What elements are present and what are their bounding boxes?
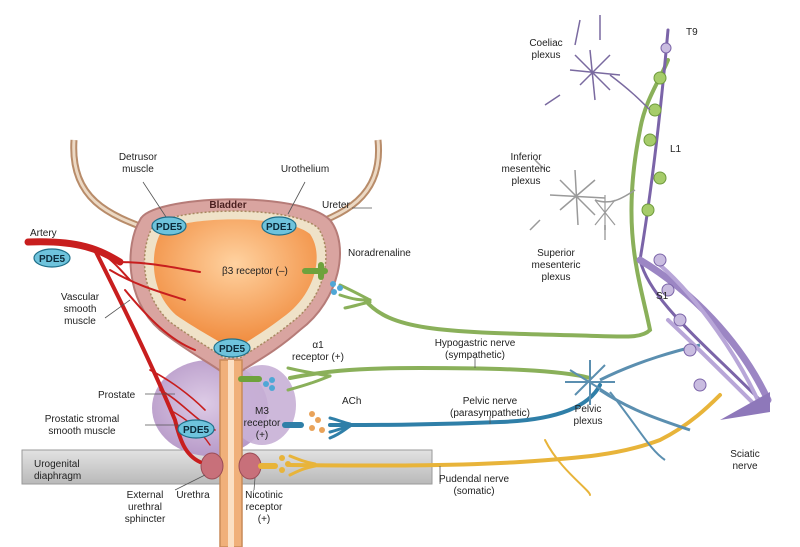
t9-label: T9: [686, 27, 698, 38]
inferior-mesenteric-label-2: mesenteric: [502, 164, 551, 175]
detrusor-label-2: muscle: [122, 164, 154, 175]
m3-label-1: M3: [255, 406, 269, 417]
alpha1-label-2: receptor (+): [292, 352, 344, 363]
m3-label-2: receptor: [244, 418, 281, 429]
pudendal-nerve: [288, 393, 722, 496]
stromal-label-2: smooth muscle: [48, 426, 116, 437]
pde-badge-label: PDE5: [156, 222, 183, 233]
beta3-receptor: [302, 268, 328, 274]
pde-badge-bladder-neck: PDE5: [213, 338, 251, 358]
pde-badge-label: PDE5: [219, 344, 246, 355]
m3-region: [228, 365, 296, 445]
pudendal-label-1: Pudendal nerve: [439, 474, 509, 485]
vascular-label-3: muscle: [64, 316, 96, 327]
nicotinic-dots: [279, 455, 291, 473]
pudendal-label-2: (somatic): [453, 486, 494, 497]
nicotinic-receptor: [258, 463, 278, 469]
spinal-roots: [636, 28, 772, 412]
hypogastric-label-2: (sympathetic): [445, 350, 505, 361]
inferior-mesenteric-label-1: Inferior: [510, 152, 542, 163]
urethra-lumen: [228, 360, 234, 547]
hypogastric-label-1: Hypogastric nerve: [435, 338, 516, 349]
left-ureter-inner: [72, 139, 151, 232]
superior-mesenteric-label-1: Superior: [537, 248, 575, 259]
detrusor-label-1: Detrusor: [119, 152, 158, 163]
coeliac-label-1: Coeliac: [529, 38, 562, 49]
pde-badge-prostate: PDE5: [177, 419, 215, 439]
pde-badge-bladder-right: PDE1: [261, 216, 297, 236]
external-sphincter-label-3: sphincter: [125, 514, 166, 525]
alpha1-receptor: [238, 376, 262, 382]
sciatic-nerve: [720, 392, 770, 420]
l1-label: L1: [670, 144, 682, 155]
nicotinic-label-3: (+): [258, 514, 271, 525]
pelvic-nerve-label-2: (parasympathetic): [450, 408, 530, 419]
external-sphincter-label-1: External: [127, 490, 164, 501]
pde-badge-artery: PDE5: [33, 248, 71, 268]
pelvic-nerve-label-1: Pelvic nerve: [463, 396, 518, 407]
urothelium-label: Urothelium: [281, 164, 329, 175]
sciatic-label-1: Sciatic: [730, 449, 759, 460]
ureter-label: Ureter: [322, 200, 350, 211]
external-sphincter-left: [200, 452, 224, 480]
noradrenaline-label: Noradrenaline: [348, 248, 411, 259]
external-sphincter-label-2: urethral: [128, 502, 162, 513]
urogenital-label-1: Urogenital: [34, 459, 80, 470]
beta3-receptor-label: β3 receptor (–): [222, 266, 288, 277]
m3-label-3: (+): [256, 430, 269, 441]
superior-mesenteric-plexus-drawing: [594, 195, 616, 230]
sciatic-label-2: nerve: [732, 461, 757, 472]
hypogastric-nerve: [286, 58, 670, 392]
beta3-receptor-stem: [318, 262, 324, 280]
ach-label: ACh: [342, 396, 361, 407]
coeliac-plexus-drawing: [544, 15, 651, 111]
bladder-lumen: [153, 219, 317, 346]
urethra-label: Urethra: [176, 490, 210, 501]
sympathetic-ganglia: [641, 71, 667, 217]
noradrenaline-dots: [330, 281, 343, 295]
inferior-mesenteric-label-3: plexus: [512, 176, 541, 187]
prostate-label: Prostate: [98, 390, 136, 401]
external-sphincter-right: [238, 452, 262, 480]
pde-badge-label: PDE1: [266, 222, 293, 233]
bladder-label: Bladder: [209, 200, 246, 211]
s1-label: S1: [656, 291, 669, 302]
superior-mesenteric-label-2: mesenteric: [532, 260, 581, 271]
alpha1-label-1: α1: [312, 340, 324, 351]
pelvic-nerve: [328, 383, 602, 440]
vascular-label-1: Vascular: [61, 292, 100, 303]
pde-badge-bladder-left: PDE5: [151, 216, 187, 236]
pelvic-plexus-label-1: Pelvic: [575, 404, 602, 415]
artery-label: Artery: [30, 228, 57, 239]
stromal-label-1: Prostatic stromal: [45, 414, 119, 425]
spinal-ganglia: [653, 42, 707, 392]
pde-badge-label: PDE5: [39, 254, 66, 265]
pde-badge-label: PDE5: [183, 425, 210, 436]
pelvic-plexus-label-2: plexus: [574, 416, 603, 427]
nicotinic-label-1: Nicotinic: [245, 490, 283, 501]
ach-dots: [309, 411, 325, 433]
urogenital-label-2: diaphragm: [34, 471, 81, 482]
coeliac-label-2: plexus: [532, 50, 561, 61]
superior-mesenteric-label-3: plexus: [542, 272, 571, 283]
alpha1-dots: [263, 377, 275, 391]
leader-lines: [104, 181, 606, 491]
vascular-label-2: smooth: [64, 304, 97, 315]
nicotinic-label-2: receptor: [246, 502, 283, 513]
m3-receptor: [282, 422, 304, 428]
